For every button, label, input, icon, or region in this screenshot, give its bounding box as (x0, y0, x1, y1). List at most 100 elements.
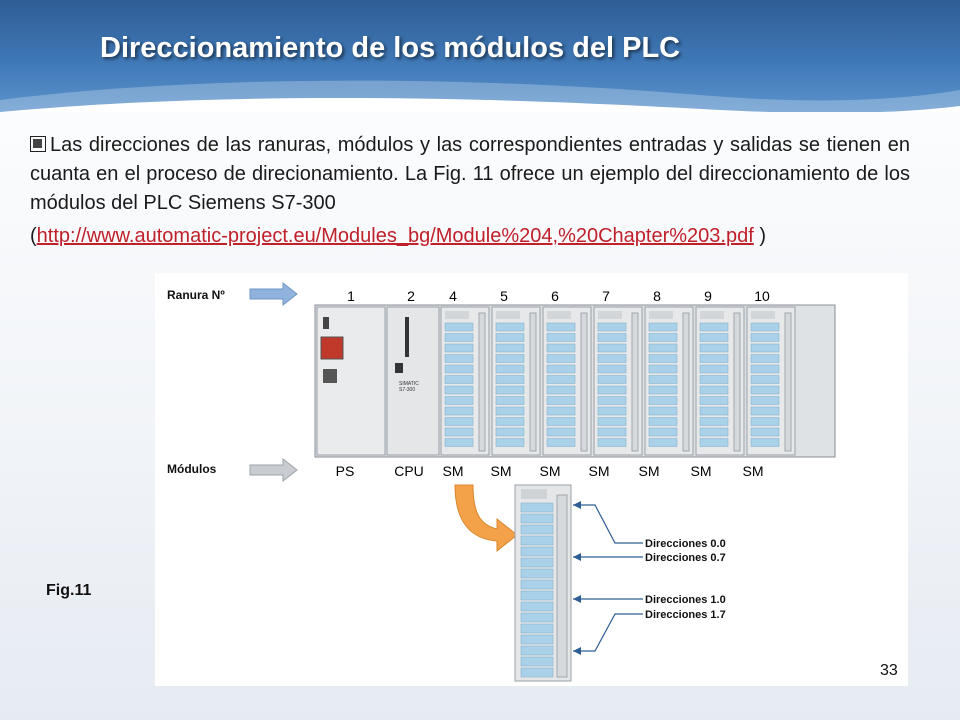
sm-enlarged-cell (520, 546, 554, 557)
module-label: SM (540, 463, 561, 479)
slot-row-label: Ranura Nº (167, 288, 225, 302)
sm-cell (648, 333, 678, 342)
reference-link[interactable]: http://www.automatic-project.eu/Modules_… (36, 225, 754, 247)
sm-cell (597, 364, 627, 374)
module-label: SM (443, 463, 464, 479)
module-label: PS (336, 463, 355, 479)
sm-enlarged-cell (520, 601, 554, 612)
sm-enlarged-cell (520, 634, 554, 645)
sm-cell (495, 322, 525, 332)
sm-cell (597, 385, 627, 395)
sm-cell (597, 354, 627, 363)
sm-cell (750, 417, 780, 426)
sm-module-header (649, 311, 673, 319)
sm-cell (546, 385, 576, 395)
sm-cell (699, 364, 729, 374)
sm-cell (495, 364, 525, 374)
sm-cell (750, 375, 780, 384)
sm-cell (546, 333, 576, 342)
body-text: Las direcciones de las ranuras, módulos … (30, 134, 910, 214)
sm-cell (648, 406, 678, 416)
sm-module-header (547, 311, 571, 319)
sm-cell (648, 322, 678, 332)
sm-cell (699, 396, 729, 405)
address-arrows (573, 504, 643, 652)
sm-module-header (700, 311, 724, 319)
sm-cell (495, 406, 525, 416)
plc-figure: Ranura Nº 1 2 4 5 6 7 8 9 10 SIMATIC S7-… (155, 273, 908, 686)
sm-cell (495, 438, 525, 447)
slide-title: Direccionamiento de los módulos del PLC (100, 32, 681, 64)
slot-number: 6 (551, 288, 559, 304)
sm-enlarged-cell (520, 656, 554, 667)
sm-enlarged-cell (520, 502, 554, 513)
sm-cell (444, 406, 474, 416)
sm-cell (597, 333, 627, 342)
sm-module-header (496, 311, 520, 319)
curved-arrow-icon (454, 484, 518, 553)
sm-enlarged-cell (520, 645, 554, 656)
slot-number: 7 (602, 288, 610, 304)
sm-cell (648, 438, 678, 447)
sm-cell (699, 322, 729, 332)
sm-cell (750, 396, 780, 405)
sm-cell (495, 385, 525, 395)
sm-cell (546, 354, 576, 363)
sm-connector (733, 312, 741, 452)
square-bullet-icon (30, 136, 46, 152)
sm-cell (444, 396, 474, 405)
sm-module-header (445, 311, 469, 319)
module-label: SM (491, 463, 512, 479)
sm-enlarged-cell (520, 557, 554, 568)
sm-cell (750, 343, 780, 353)
sm-cell (597, 417, 627, 426)
sm-cell (546, 322, 576, 332)
sm-cell (546, 343, 576, 353)
header-wave-decoration (0, 80, 960, 112)
sm-connector (682, 312, 690, 452)
sm-cell (699, 417, 729, 426)
sm-enlarged-cell (520, 623, 554, 634)
sm-cell (495, 396, 525, 405)
sm-cell (750, 385, 780, 395)
sm-cell (699, 385, 729, 395)
sm-cell (444, 343, 474, 353)
sm-cell (648, 385, 678, 395)
reference-line: (http://www.automatic-project.eu/Modules… (30, 225, 766, 248)
sm-cell (699, 333, 729, 342)
sm-cell (546, 396, 576, 405)
arrow-right-icon (249, 457, 298, 483)
sm-cell (648, 396, 678, 405)
sm-cell (444, 322, 474, 332)
sm-cell (444, 364, 474, 374)
sm-cell (546, 364, 576, 374)
module-label: SM (743, 463, 764, 479)
sm-cell (699, 354, 729, 363)
sm-connector (529, 312, 537, 452)
sm-cell (495, 343, 525, 353)
sm-cell (444, 385, 474, 395)
sm-cell (597, 343, 627, 353)
sm-cell (648, 375, 678, 384)
sm-cell (750, 438, 780, 447)
page-number: 33 (880, 662, 898, 679)
sm-enlarged-cells (520, 502, 554, 678)
sm-cell (444, 333, 474, 342)
sm-cell (699, 343, 729, 353)
sm-cell (444, 417, 474, 426)
sm-cell (648, 417, 678, 426)
slot-number: 4 (449, 288, 457, 304)
sm-cell (597, 396, 627, 405)
sm-connector (580, 312, 588, 452)
sm-cell (750, 333, 780, 342)
sm-enlarged-cell (520, 590, 554, 601)
sm-cell (597, 375, 627, 384)
sm-cell (546, 375, 576, 384)
sm-enlarged-cell (520, 568, 554, 579)
sm-cell (546, 406, 576, 416)
sm-cell (597, 438, 627, 447)
slot-number: 2 (407, 288, 415, 304)
slot-number: 8 (653, 288, 661, 304)
sm-cell (699, 406, 729, 416)
body-paragraph: Las direcciones de las ranuras, módulos … (30, 131, 910, 218)
